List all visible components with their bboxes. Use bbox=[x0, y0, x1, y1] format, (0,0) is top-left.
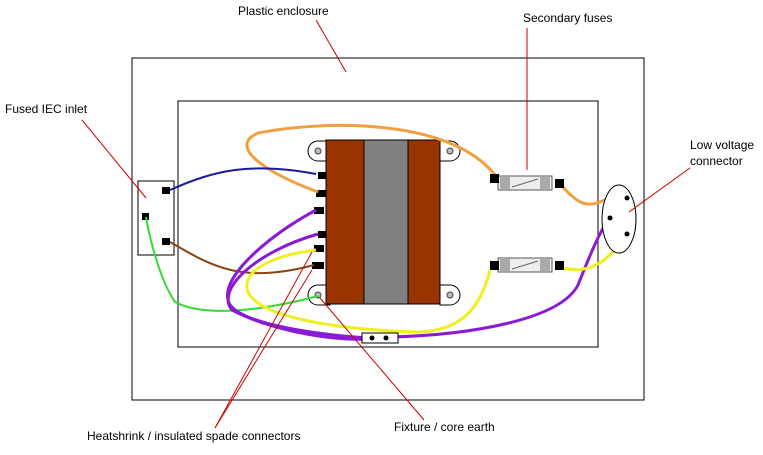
fuse-top-cap-right bbox=[540, 177, 550, 189]
mount-hole-br bbox=[446, 291, 454, 299]
earth-terminal-screw bbox=[383, 335, 389, 341]
earth-terminal-block bbox=[361, 332, 399, 344]
label-fixture-earth: Fixture / core earth bbox=[394, 420, 495, 434]
low-voltage-connector bbox=[601, 184, 637, 254]
label-plastic-enclosure: Plastic enclosure bbox=[238, 4, 329, 18]
iec-terminal-earth bbox=[142, 213, 149, 220]
wire-yellow-secondary bbox=[245, 248, 492, 334]
transformer-core bbox=[363, 139, 409, 305]
fuse-terminal bbox=[555, 179, 564, 188]
label-fused-iec-inlet: Fused IEC inlet bbox=[5, 102, 88, 116]
leader-heatshrink-2 bbox=[214, 251, 313, 429]
spade-terminal bbox=[314, 245, 324, 252]
fuse-terminal bbox=[490, 261, 499, 270]
leader-fixture-earth bbox=[319, 297, 425, 421]
earth-terminal-screw bbox=[369, 335, 375, 341]
mount-hole-tl bbox=[314, 147, 322, 155]
leader-low-voltage bbox=[628, 167, 691, 213]
leader-heatshrink-1 bbox=[214, 269, 313, 429]
spade-terminal bbox=[316, 190, 326, 197]
leader-fused-iec-inlet bbox=[81, 119, 147, 199]
fuse-top-element bbox=[511, 178, 539, 188]
wire-blue-live bbox=[169, 167, 317, 191]
mount-hole-tr bbox=[446, 147, 454, 155]
spade-terminal bbox=[314, 207, 324, 214]
leader-plastic-enclosure bbox=[315, 19, 347, 73]
fuse-top-cap-left bbox=[500, 177, 510, 189]
fuse-terminal bbox=[555, 261, 564, 270]
fuse-bottom-cap-right bbox=[540, 259, 550, 271]
wire-green-earth bbox=[145, 216, 319, 312]
transformer-winding-left bbox=[325, 139, 365, 305]
transformer-winding-right bbox=[407, 139, 441, 305]
connector-pin bbox=[607, 215, 613, 221]
inner-plate bbox=[177, 100, 599, 348]
fuse-bottom-element bbox=[511, 260, 539, 270]
fuse-bottom-cap-left bbox=[500, 259, 510, 271]
connector-pin bbox=[624, 195, 630, 201]
iec-terminal-top bbox=[162, 187, 170, 194]
spade-terminal bbox=[318, 172, 326, 179]
label-heatshrink: Heatshrink / insulated spade connectors bbox=[87, 429, 300, 443]
iec-terminal-bottom bbox=[162, 238, 170, 245]
spade-terminal bbox=[312, 262, 324, 269]
connector-pin bbox=[624, 231, 630, 237]
wire-brown-neutral bbox=[169, 241, 315, 275]
wire-orange-primary-loop bbox=[245, 123, 497, 194]
label-low-voltage-line1: Low voltage bbox=[690, 138, 754, 152]
outer-enclosure bbox=[131, 57, 645, 401]
spade-terminal bbox=[318, 231, 326, 238]
label-low-voltage-line2: connector bbox=[690, 154, 743, 168]
label-secondary-fuses: Secondary fuses bbox=[523, 11, 612, 25]
wire-orange-secondary-out bbox=[558, 182, 609, 206]
fuse-terminal bbox=[490, 174, 499, 183]
